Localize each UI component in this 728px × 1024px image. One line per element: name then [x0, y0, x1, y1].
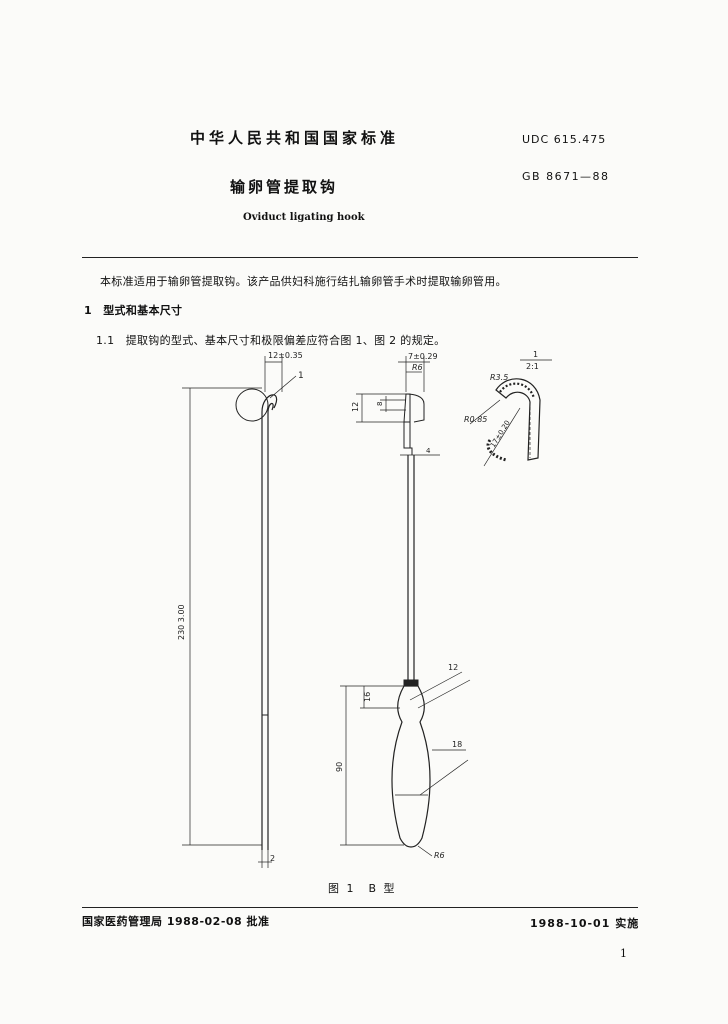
dim-handle-16: 16: [363, 692, 372, 702]
standard-title: 中华人民共和国国家标准: [190, 129, 400, 147]
dim-radius-top: R6: [412, 363, 423, 372]
dim-8: 8: [376, 402, 384, 406]
dim-12: 12: [351, 402, 360, 412]
effective-date: 1988-10-01 实施: [530, 917, 640, 930]
detail-r35: R3.5: [490, 373, 508, 382]
detail-r085: R0.85: [464, 415, 487, 424]
document-title-english: Oviduct ligating hook: [243, 212, 365, 223]
gb-number: GB 8671—88: [522, 170, 610, 183]
detail-angle: 17±0.20: [489, 419, 512, 449]
handle-ferrule: [403, 679, 419, 687]
document-title: 输卵管提取钩: [230, 178, 339, 196]
dim-handle-90: 90: [335, 762, 344, 772]
dim-4: 4: [426, 447, 431, 455]
handle-grip: [391, 685, 431, 848]
figure-caption: 图 1 B 型: [328, 882, 397, 895]
section-1-1-paragraph: 1.1 提取钩的型式、基本尺寸和极限偏差应符合图 1、图 2 的规定。: [96, 334, 446, 347]
dim-shaft-width: 2: [270, 854, 275, 863]
dim-top-width: 7±0.29: [408, 352, 438, 361]
header-divider: [82, 257, 638, 258]
detail-scale: 2:1: [526, 362, 539, 371]
dim-total-length: 230 3.00: [177, 604, 186, 640]
intro-paragraph: 本标准适用于输卵管提取钩。该产品供妇科施行结扎输卵管手术时提取输卵管用。: [100, 275, 507, 288]
detail-label: 1: [533, 350, 538, 359]
dim-radius-bottom: R6: [434, 851, 445, 860]
hook-shaft: [261, 412, 269, 850]
dim-callout-1: 1: [298, 371, 304, 381]
section-1-heading: 1 型式和基本尺寸: [84, 304, 183, 317]
hook-tip: [261, 394, 278, 413]
page-number: 1: [620, 947, 627, 960]
dim-handle-18: 18: [452, 740, 462, 749]
hook-detail-circle: [235, 388, 269, 422]
detail-hook-profile: [495, 378, 541, 461]
approval-note: 国家医药管理局 1988-02-08 批准: [82, 915, 270, 928]
handle-shaft: [407, 455, 415, 680]
udc-code: UDC 615.475: [522, 133, 607, 146]
dim-hook-width: 12±0.35: [268, 351, 303, 360]
dim-handle-12: 12: [448, 663, 458, 672]
footer-divider: [82, 907, 638, 908]
